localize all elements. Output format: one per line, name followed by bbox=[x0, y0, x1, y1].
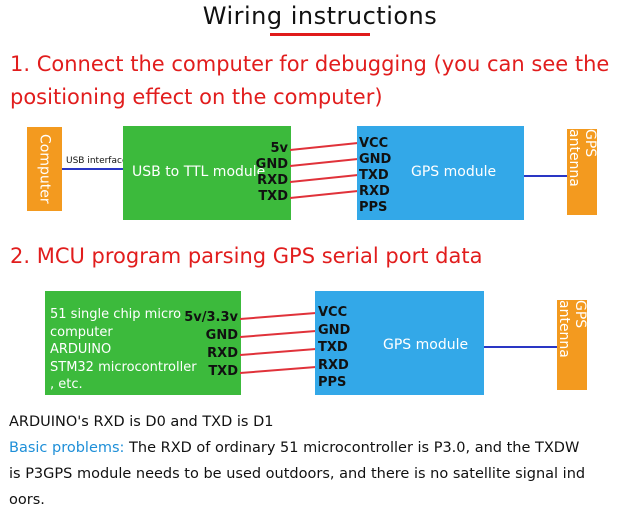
usb-interface-label: USB interface bbox=[66, 156, 128, 166]
mcu-pin-rxd: RXD bbox=[207, 346, 238, 361]
section1-heading: 1. Connect the computer for debugging (y… bbox=[10, 52, 610, 109]
gps1-pin-pps: PPS bbox=[359, 200, 388, 215]
wire-rxd-txd bbox=[290, 174, 359, 183]
note-line3: is P3GPS module needs to be used outdoor… bbox=[9, 466, 586, 482]
wire-5v-vcc bbox=[290, 142, 359, 151]
gps1-pin-vcc: VCC bbox=[359, 136, 389, 151]
note-arduino: ARDUINO's RXD is D0 and TXD is D1 bbox=[9, 414, 274, 430]
antenna-wire-2 bbox=[484, 346, 558, 348]
gps2-label: GPS module bbox=[383, 337, 469, 353]
antenna-wire-1 bbox=[524, 175, 568, 177]
computer-box: Computer bbox=[27, 127, 62, 211]
ttl-pin-5v: 5v bbox=[270, 141, 288, 156]
mcu-pin-gnd: GND bbox=[205, 328, 238, 343]
wire2-vcc bbox=[240, 312, 317, 320]
mcu-line-1: 51 single chip micro bbox=[50, 307, 182, 322]
computer-label: Computer bbox=[36, 134, 53, 204]
usb-wire bbox=[62, 168, 124, 170]
gps2-pin-vcc: VCC bbox=[318, 305, 348, 320]
gps2-pins: VCC GND TXD RXD PPS bbox=[318, 304, 350, 392]
mcu-pins: 5v/3.3v GND RXD TXD bbox=[178, 309, 238, 381]
gps-module-2: VCC GND TXD RXD PPS GPS module bbox=[315, 291, 484, 395]
gps-antenna-2: GPS antenna bbox=[556, 300, 588, 390]
title-underline bbox=[270, 33, 370, 36]
ttl-pin-rxd: RXD bbox=[257, 173, 288, 188]
wire2-gnd bbox=[240, 330, 317, 338]
mcu-line-2: computer bbox=[50, 324, 113, 340]
antenna2-label: GPS antenna bbox=[556, 300, 588, 358]
usb-ttl-module: USB to TTL module 5v GND RXD TXD bbox=[123, 126, 291, 220]
page-title: Wiring instructions bbox=[202, 2, 438, 30]
ttl-pin-txd: TXD bbox=[258, 189, 288, 204]
mcu-pin-txd: TXD bbox=[208, 364, 238, 379]
gps1-pin-rxd: RXD bbox=[359, 184, 390, 199]
wire-gnd-gnd bbox=[290, 158, 359, 167]
ttl-pins: 5v GND RXD TXD bbox=[248, 141, 288, 205]
gps1-pin-txd: TXD bbox=[359, 168, 389, 183]
wire2-rxd bbox=[240, 366, 317, 374]
mcu-line-4: STM32 microcontroller bbox=[50, 359, 197, 375]
basic-problems-label: Basic problems: bbox=[9, 440, 125, 456]
section2-heading: 2. MCU program parsing GPS serial port d… bbox=[10, 244, 483, 268]
usb-ttl-label: USB to TTL module bbox=[132, 164, 266, 180]
notes: ARDUINO's RXD is D0 and TXD is D1 Basic … bbox=[9, 409, 634, 513]
gps-module-1: VCC GND TXD RXD PPS GPS module bbox=[357, 126, 524, 220]
mcu-pin-5v: 5v/3.3v bbox=[184, 310, 238, 325]
mcu-line-5: , etc. bbox=[50, 377, 83, 392]
gps2-pin-gnd: GND bbox=[318, 322, 351, 338]
wire2-txd bbox=[240, 348, 317, 356]
gps1-pin-gnd: GND bbox=[359, 152, 392, 167]
note-line4: oors. bbox=[9, 492, 45, 508]
mcu-label: 51 single chip micro computer ARDUINO ST… bbox=[50, 306, 197, 394]
gps2-pin-txd: TXD bbox=[318, 340, 348, 355]
gps-antenna-1: GPS antenna bbox=[566, 129, 598, 215]
gps2-pin-pps: PPS bbox=[318, 375, 347, 390]
basic-problems-text: The RXD of ordinary 51 microcontroller i… bbox=[124, 440, 580, 456]
wire-txd-rxd bbox=[290, 190, 359, 199]
antenna1-label: GPS antenna bbox=[566, 129, 598, 187]
gps2-pin-rxd: RXD bbox=[318, 357, 349, 373]
gps1-pins: VCC GND TXD RXD PPS bbox=[359, 136, 391, 216]
note-basic: Basic problems: The RXD of ordinary 51 m… bbox=[9, 435, 634, 461]
mcu-line-3: ARDUINO bbox=[50, 342, 112, 357]
ttl-pin-gnd: GND bbox=[255, 157, 288, 172]
section1-wires bbox=[290, 142, 359, 199]
section2-wires bbox=[240, 312, 317, 374]
gps1-label: GPS module bbox=[411, 164, 497, 180]
mcu-box: 51 single chip micro computer ARDUINO ST… bbox=[45, 291, 241, 395]
